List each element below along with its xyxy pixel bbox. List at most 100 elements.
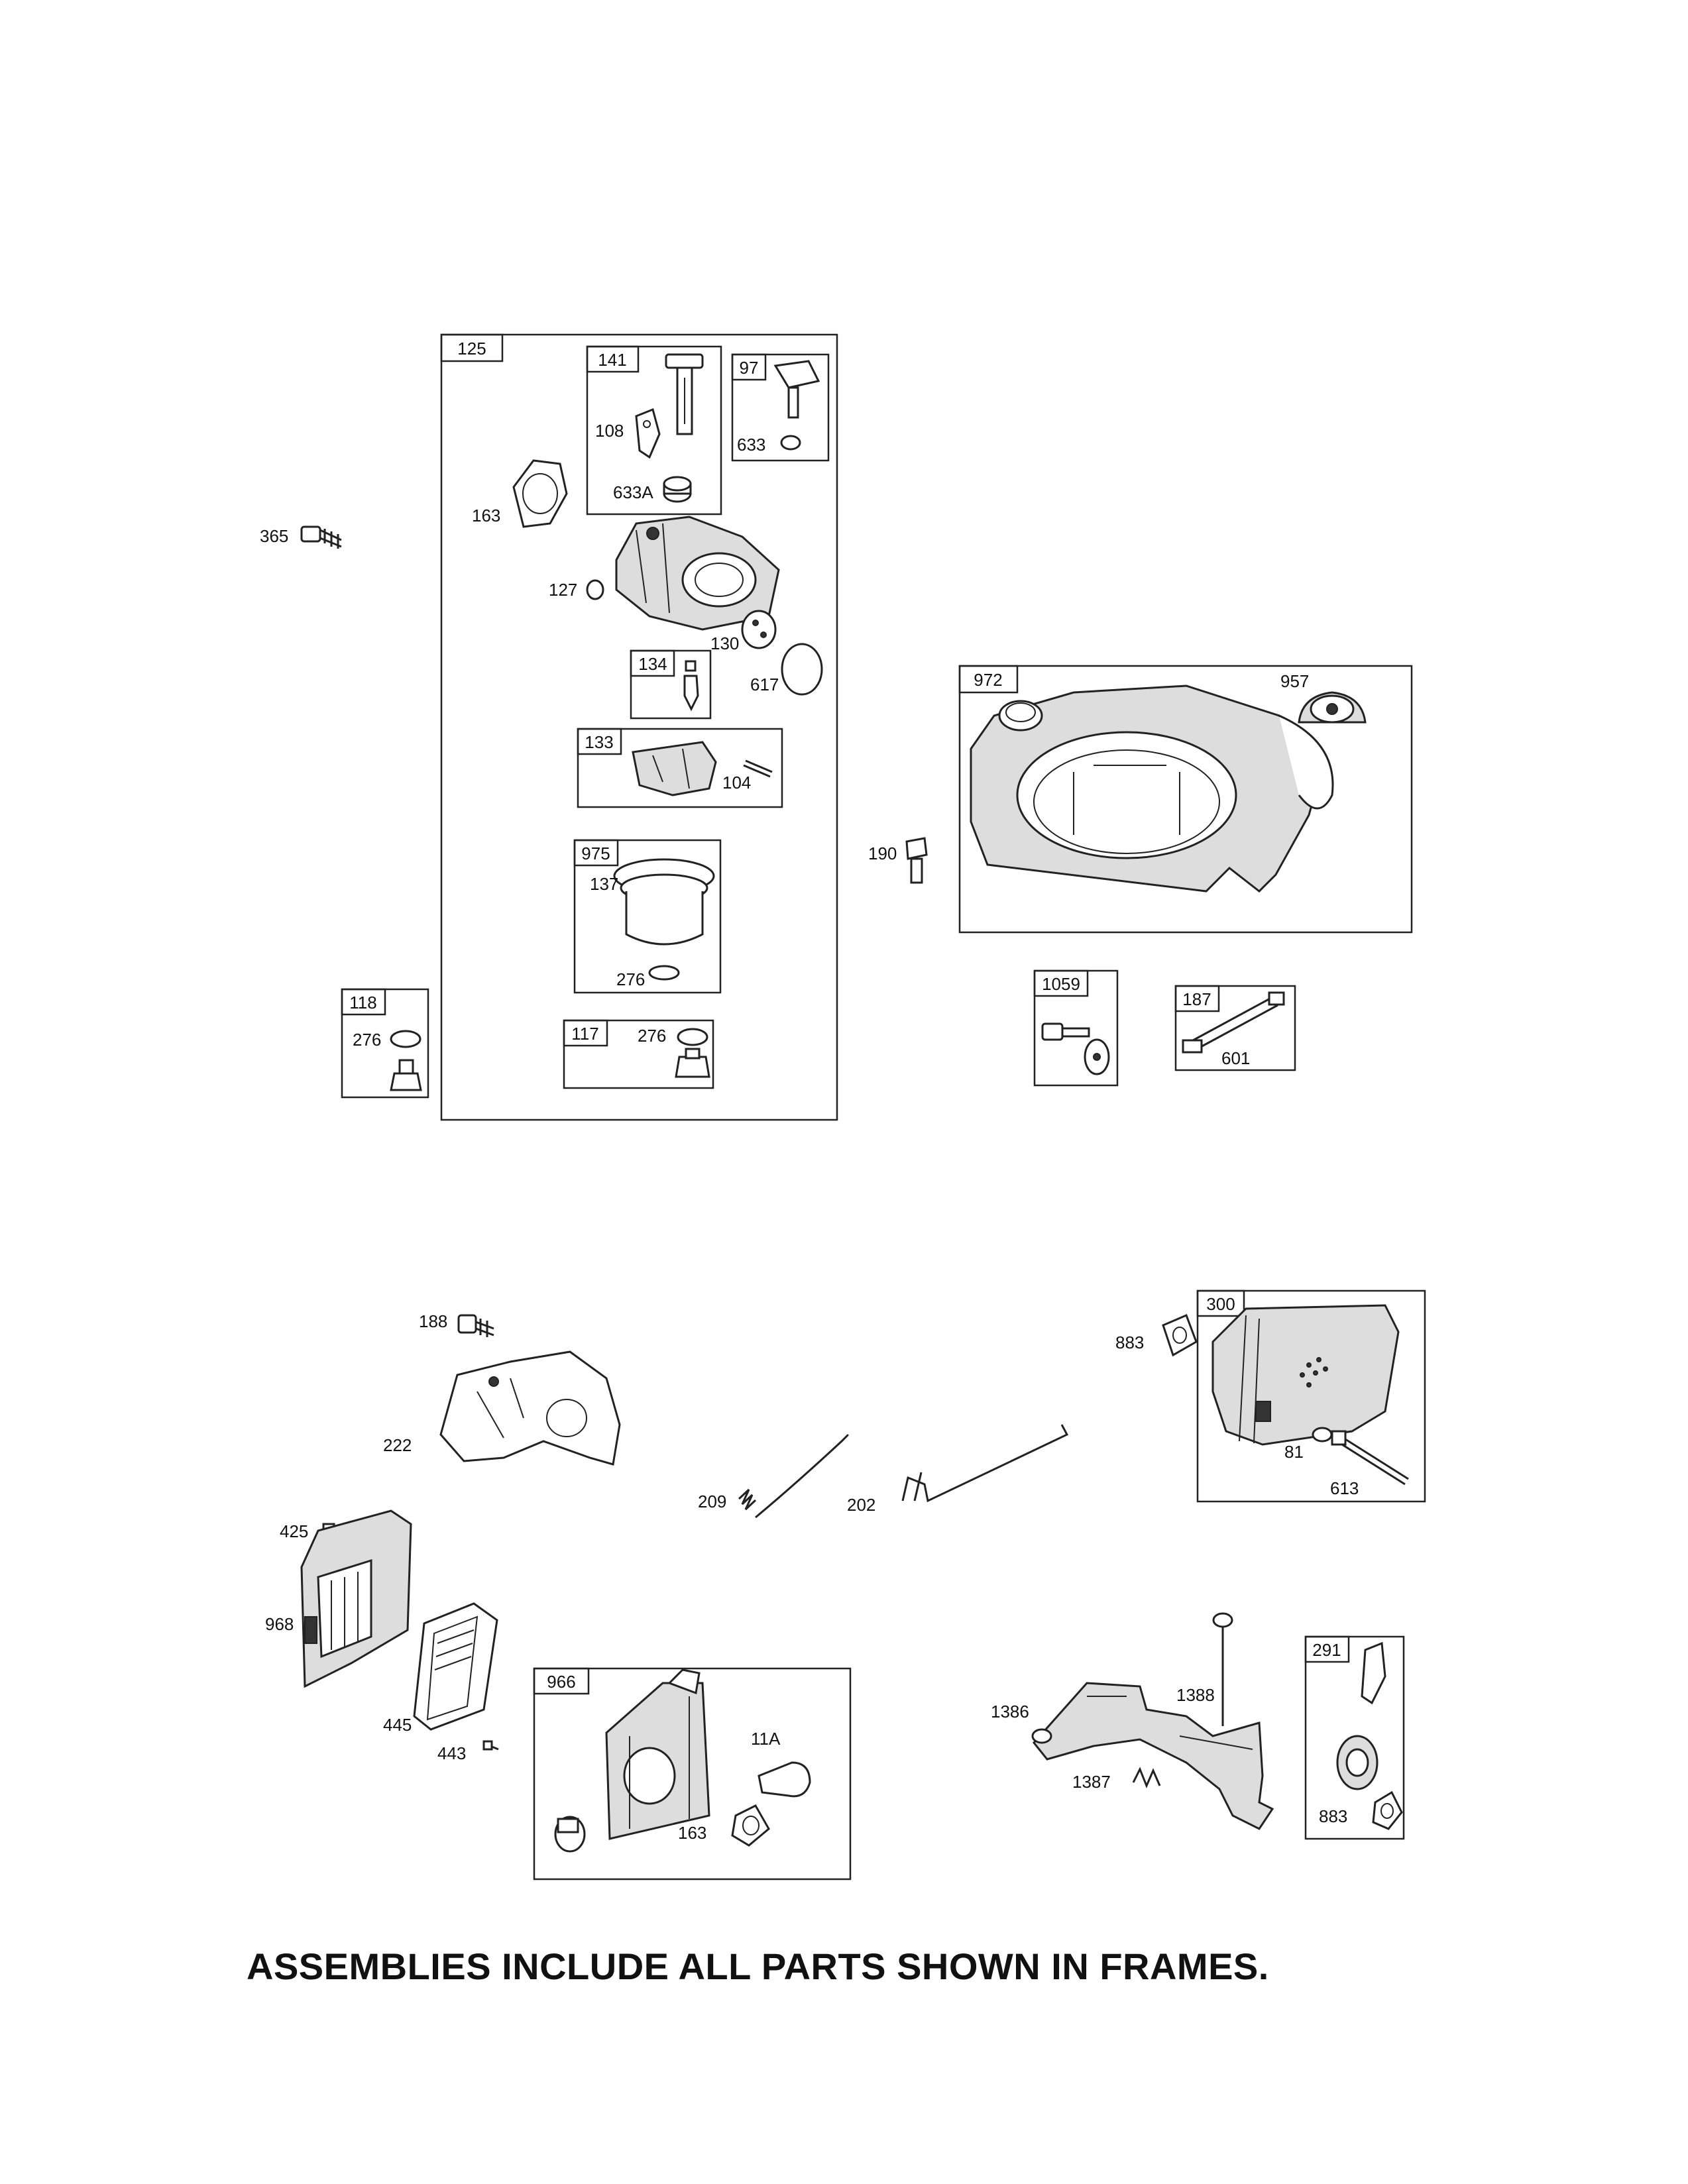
needle-valve-drawing [683,660,699,712]
air-filter-drawing [413,1602,498,1731]
part-label-81: 81 [1284,1442,1304,1462]
frame-1059-number: 1059 [1042,974,1080,994]
frame-972-number: 972 [974,670,1002,690]
frame-975-number: 975 [581,844,610,863]
blower-housing-drawing [970,684,1334,893]
link-202-drawing [901,1424,1069,1503]
part-label-130: 130 [710,633,739,653]
part-label-209: 209 [698,1492,726,1511]
carburetor-966-drawing [554,1668,710,1853]
part-label-613: 613 [1330,1478,1359,1498]
frame-187-number: 187 [1182,989,1211,1009]
screw-190-drawing [905,837,928,884]
frame-975: 975 137 276 [573,839,722,994]
assemblies-note: ASSEMBLIES INCLUDE ALL PARTS SHOWN IN FR… [247,1945,1269,1987]
gasket-163-drawing [512,459,568,528]
dipstick-1388-drawing [1212,1612,1233,1726]
part-label-633a: 633A [613,482,653,502]
throttle-shaft-drawing [665,353,704,435]
frame-134-number: 134 [638,654,667,674]
bolt-188-drawing [457,1314,494,1337]
part-label-108: 108 [595,421,624,441]
part-label-127: 127 [549,580,577,600]
carburetor-body-drawing [615,516,780,631]
frame-300-number: 300 [1206,1294,1235,1314]
bowl-nut-drawing [675,1028,710,1078]
part-label-425: 425 [280,1521,308,1541]
choke-lever-drawing [635,408,661,459]
frame-118: 118 276 [341,988,429,1099]
frame-133: 133 104 [577,728,783,808]
part-label-137: 137 [590,874,618,894]
gasket-883-a-drawing [1162,1314,1198,1357]
frame-141-number: 141 [598,350,626,370]
screw-365-drawing [300,525,342,549]
elbow-11a-drawing [758,1761,811,1798]
frame-187: 187 601 [1174,985,1296,1071]
part-label-190: 190 [868,844,897,863]
frame-300: 300 81 613 [1196,1289,1426,1503]
frame-118-number: 118 [349,993,376,1012]
frame-141: 141 108 633A [586,345,722,516]
hinge-pin-104-drawing [743,759,773,778]
oil-fill-cap-drawing [1336,1641,1403,1830]
bolt-washer-1059-drawing [1041,1022,1110,1075]
frame-291-number: 291 [1312,1640,1341,1660]
governor-bracket-drawing [439,1350,621,1466]
part-label-104: 104 [722,773,751,792]
frame-1059: 1059 [1033,969,1119,1087]
part-label-1386: 1386 [991,1702,1029,1721]
float-drawing [632,741,717,796]
part-label-163-b: 163 [678,1823,706,1843]
frame-125-number: 125 [457,339,486,358]
fuel-line-drawing [1182,991,1285,1054]
part-label-188: 188 [419,1311,447,1331]
recoil-starter-drawing [1298,691,1367,724]
part-label-445: 445 [383,1715,412,1735]
frame-134: 134 [630,649,712,720]
frame-97: 97 633 [731,353,830,462]
oring-1387-drawing [1132,1767,1161,1788]
part-label-968: 968 [265,1614,294,1634]
frame-125: 125 [440,333,838,1121]
air-cleaner-base-drawing [300,1509,412,1688]
oring-127-drawing [586,579,604,600]
seal-633a-drawing [663,476,692,503]
dipstick-tube-drawing [1031,1682,1274,1830]
oring-617-drawing [781,643,823,696]
screw-443-drawing [482,1740,499,1751]
muffler-bolt-drawing [1312,1427,1409,1486]
frame-133-number: 133 [585,732,613,752]
part-label-1387: 1387 [1072,1772,1111,1792]
frame-117: 117 276 [563,1019,714,1089]
part-label-601: 601 [1221,1048,1250,1068]
part-label-11a: 11A [751,1729,781,1749]
part-label-617: 617 [750,675,779,694]
part-label-633: 633 [737,435,765,455]
muffler-drawing [1211,1304,1400,1446]
gasket-163-b-drawing [731,1804,770,1847]
float-bowl-drawing [613,858,715,981]
frame-117-number: 117 [571,1024,598,1044]
part-label-443: 443 [437,1743,466,1763]
part-label-276-a: 276 [616,969,645,989]
frame-291: 291 883 [1304,1635,1405,1840]
part-label-222: 222 [383,1435,412,1455]
part-label-883-a: 883 [1115,1333,1144,1352]
frame-972: 972 957 [958,665,1413,934]
frame-97-number: 97 [740,358,759,378]
part-label-883-b: 883 [1319,1806,1347,1826]
fuel-valve-drawing [773,360,820,451]
frame-966: 966 11A 163 [533,1667,852,1881]
part-label-276-b: 276 [638,1026,666,1046]
spring-209-drawing [738,1434,849,1519]
frame-966-number: 966 [547,1672,575,1692]
diaphragm-130-drawing [741,610,777,649]
bowl-nut-118-drawing [390,1030,422,1091]
part-label-365: 365 [260,526,288,546]
part-label-276-c: 276 [353,1030,381,1050]
part-label-957: 957 [1280,671,1309,691]
part-label-1388: 1388 [1176,1685,1215,1705]
part-label-202: 202 [847,1495,875,1515]
